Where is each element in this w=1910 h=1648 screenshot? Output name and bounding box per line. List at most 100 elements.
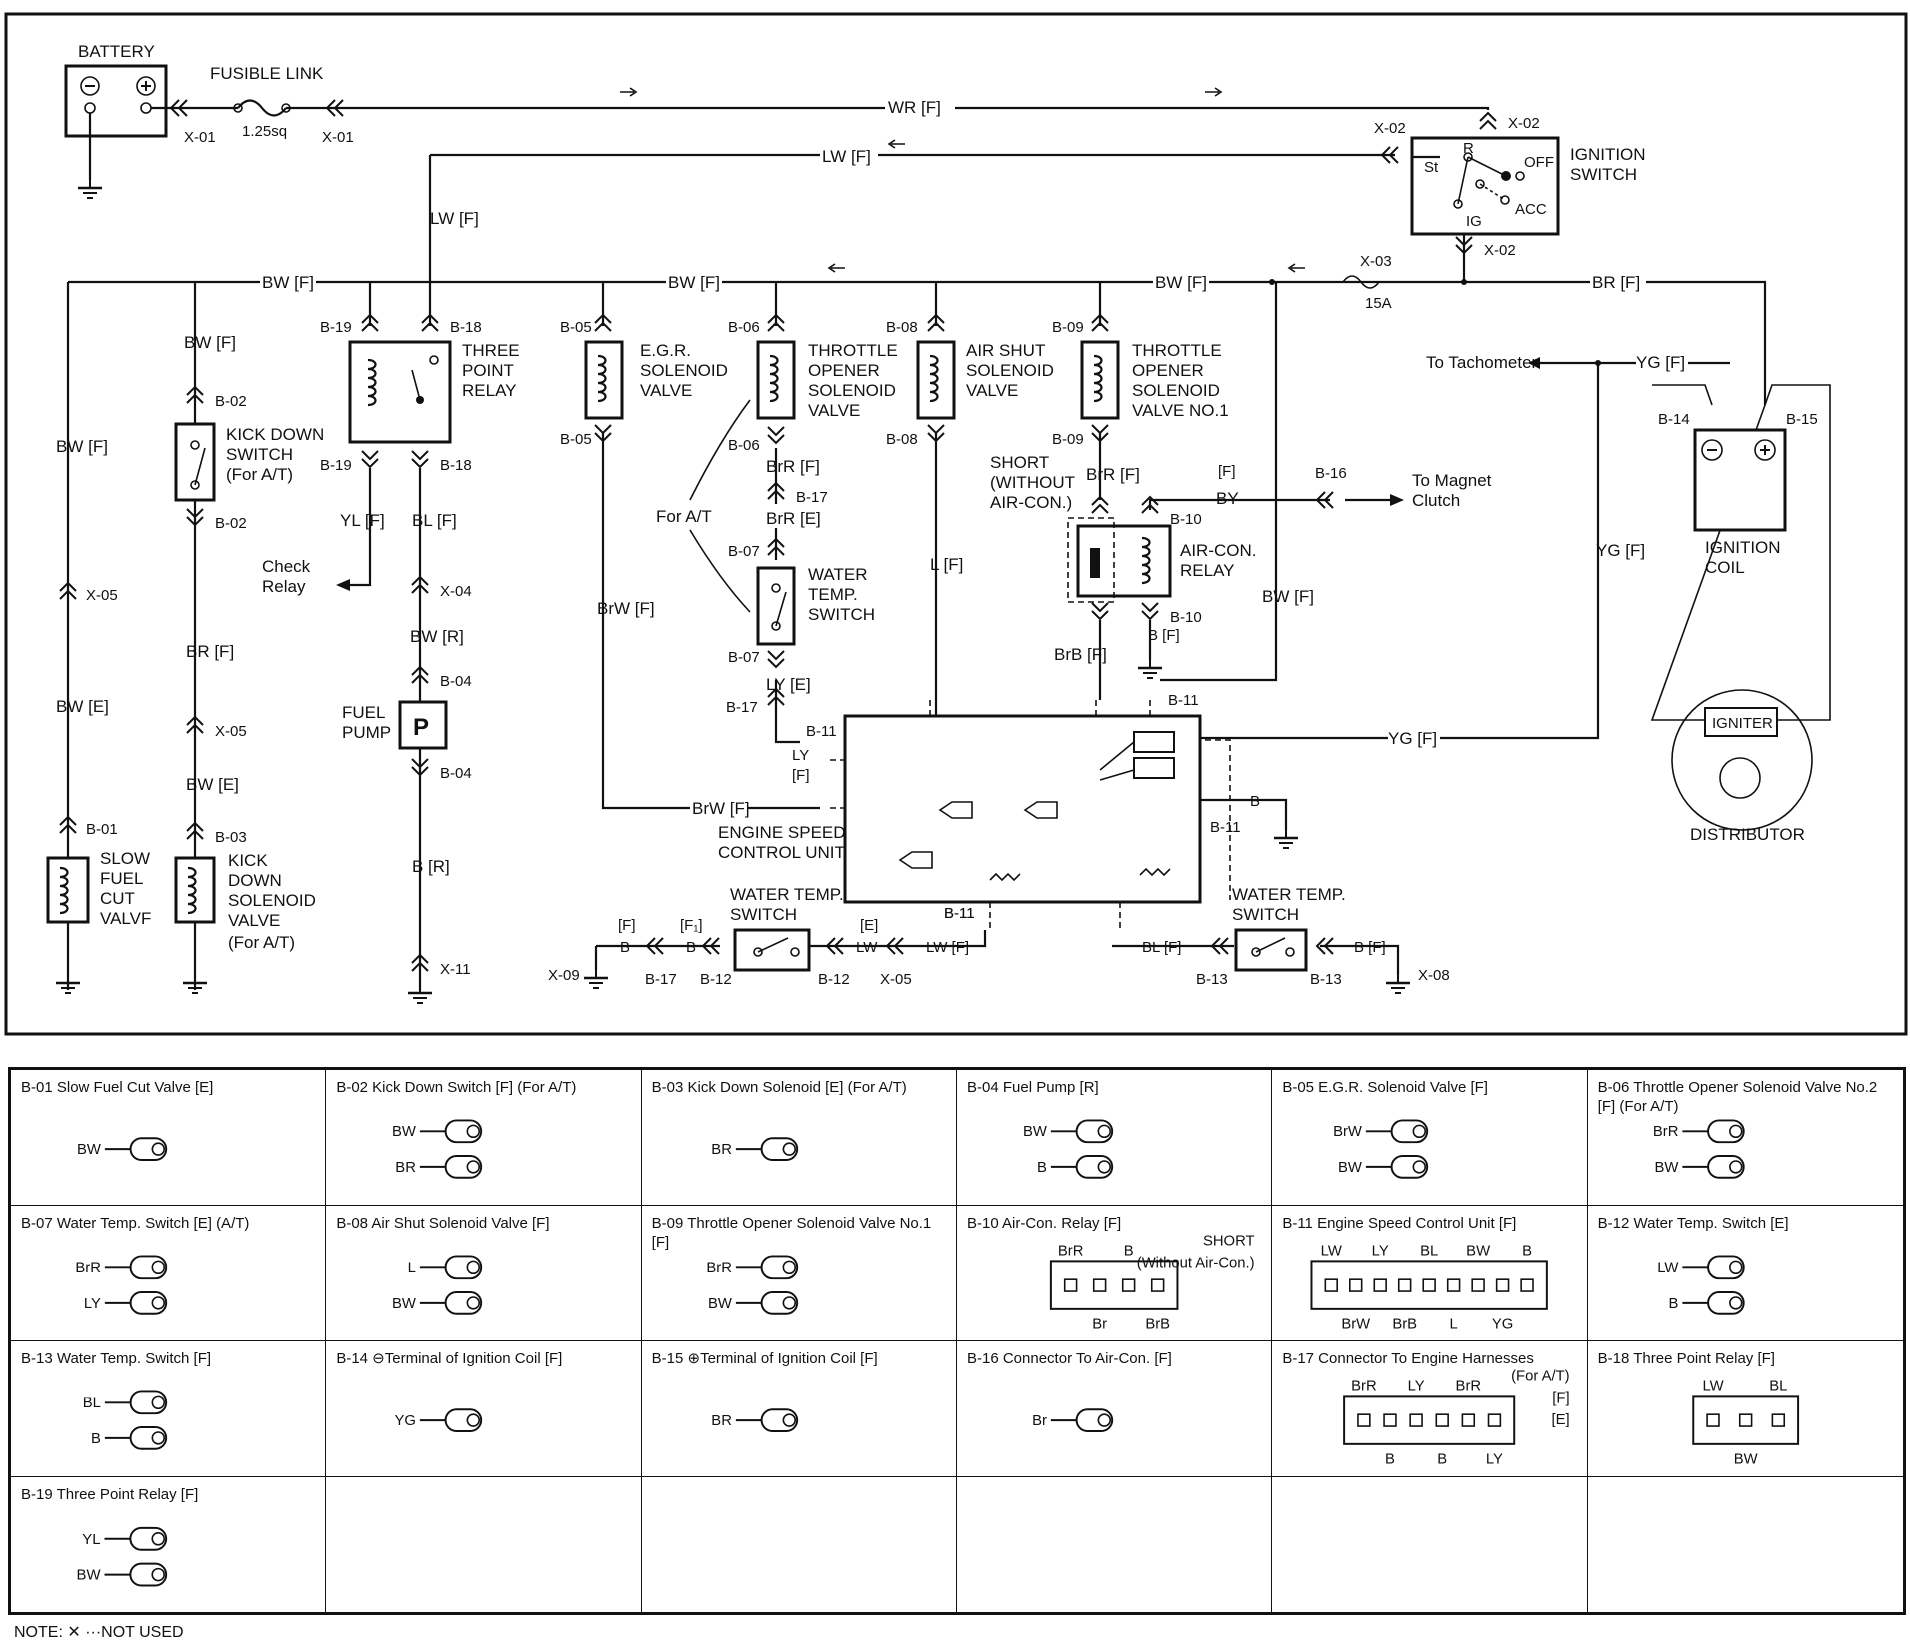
kd-solenoid-5: (For A/T)	[228, 933, 295, 952]
connector-drawing: BR	[711, 1137, 798, 1161]
pin-terminal	[1706, 1254, 1745, 1279]
wire-f-by: [F]	[1218, 463, 1236, 480]
water-temp-2: TEMP.	[808, 585, 858, 604]
pin-label: LY	[84, 1295, 101, 1311]
switch-r: R	[1463, 140, 1474, 157]
x01-right: X-01	[322, 129, 354, 146]
b08-top: B-08	[886, 319, 918, 336]
throttle-opener1-1: THROTTLE	[1132, 341, 1222, 360]
wire-brw-f-v: BrW [F]	[597, 599, 655, 618]
pin-terminal	[129, 1562, 168, 1587]
pin-label: BrR	[706, 1260, 732, 1276]
ignition-coil-label-1: IGNITION	[1705, 538, 1781, 557]
wire-lw-12: LW	[856, 939, 878, 956]
water-temp2-2: SWITCH	[730, 905, 797, 924]
b05-bottom: B-05	[560, 431, 592, 448]
connector-title: B-09 Throttle Opener Solenoid Valve No.1…	[651, 1214, 932, 1251]
connector-drawing: YG	[395, 1408, 483, 1432]
b12-right: B-12	[818, 971, 850, 988]
pin-label: BR	[711, 1142, 732, 1158]
pin-terminal	[1075, 1155, 1114, 1179]
kick-down-switch-1: KICK DOWN	[226, 425, 324, 444]
b19-top: B-19	[320, 319, 352, 336]
throttle-opener-valve-1	[1080, 340, 1120, 420]
wire-b-r: B [R]	[412, 857, 450, 876]
b16-label: B-16	[1315, 465, 1347, 482]
b02-top: B-02	[215, 393, 247, 410]
pin-terminal	[444, 1254, 483, 1279]
throttle-opener1-4: VALVE NO.1	[1132, 401, 1229, 420]
b01-label: B-01	[86, 821, 118, 838]
connector-note: [E]	[1552, 1412, 1570, 1428]
pin-slot	[1092, 1277, 1107, 1292]
pin-slot	[1349, 1277, 1363, 1292]
pin-slot	[1121, 1277, 1136, 1292]
pin-hole	[782, 1142, 796, 1156]
pin-terminal	[129, 1254, 168, 1279]
slow-fuel-cut-valve	[46, 856, 90, 924]
x02-left: X-02	[1374, 120, 1406, 137]
escu-1: ENGINE SPEED	[718, 823, 846, 842]
check-relay-2: Relay	[262, 577, 306, 596]
pin-label: BL	[83, 1395, 101, 1411]
wire-bl-f: BL [F]	[412, 511, 457, 530]
wire-wr-f: WR [F]	[888, 98, 941, 117]
slow-fuel-cut-1: SLOW	[100, 849, 150, 868]
connector-title: B-16 Connector To Air-Con. [F]	[967, 1350, 1172, 1367]
ignition-switch-label-1: IGNITION	[1570, 145, 1646, 164]
wire-b-f-13: B [F]	[1354, 939, 1386, 956]
kd-solenoid-3: SOLENOID	[228, 891, 316, 910]
pin-terminal	[129, 1526, 168, 1551]
pin-label: L	[1450, 1316, 1458, 1332]
pin-slot	[1150, 1277, 1165, 1292]
fuel-pump-1: FUEL	[342, 703, 385, 722]
pin-hole	[466, 1260, 481, 1274]
three-point-relay-3: RELAY	[462, 381, 517, 400]
pin-label: LW	[1321, 1243, 1342, 1259]
connector-body	[1310, 1259, 1549, 1310]
pin-terminal	[444, 1119, 483, 1144]
distributor-label: DISTRIBUTOR	[1690, 825, 1805, 844]
pin-label: BrW	[1342, 1316, 1371, 1332]
pin-slot	[1705, 1413, 1720, 1427]
pin-terminal	[1390, 1119, 1429, 1144]
pin-slot	[1435, 1413, 1450, 1427]
water-temp-switch-b12	[733, 928, 811, 972]
pin-terminal	[129, 1390, 168, 1415]
wire-bw-f-3: BW [F]	[1155, 273, 1207, 292]
egr-3: VALVE	[640, 381, 692, 400]
connector-body	[1343, 1395, 1516, 1445]
fuel-pump	[398, 700, 448, 750]
b03-label: B-03	[215, 829, 247, 846]
water-temp2-1: WATER TEMP.	[730, 885, 844, 904]
wire-bw-e-kd: BW [E]	[186, 775, 239, 794]
pin-terminal	[444, 1408, 483, 1432]
b18-top: B-18	[450, 319, 482, 336]
pin-terminal	[444, 1290, 483, 1315]
fuse-15a: 15A	[1365, 295, 1392, 312]
magnet-clutch-1: To Magnet	[1412, 471, 1492, 490]
wire-bw-e-left: BW [E]	[56, 697, 109, 716]
air-shut-3: VALVE	[966, 381, 1018, 400]
pin-label: BW	[1654, 1160, 1678, 1176]
b10-top: B-10	[1170, 511, 1202, 528]
wire-f1-b12: [F₁]	[680, 917, 703, 934]
pin-hole	[466, 1413, 481, 1427]
b06-top: B-06	[728, 319, 760, 336]
pin-terminal	[760, 1408, 798, 1432]
pin-label: B	[1385, 1452, 1395, 1468]
wire-brr-f-1: BrR [F]	[1086, 465, 1140, 484]
x03-label: X-03	[1360, 253, 1392, 270]
connector-title: B-05 E.G.R. Solenoid Valve [F]	[1282, 1079, 1488, 1096]
pin-slot	[1471, 1277, 1486, 1292]
pin-slot	[1738, 1413, 1753, 1427]
pin-label: YG	[395, 1413, 416, 1429]
